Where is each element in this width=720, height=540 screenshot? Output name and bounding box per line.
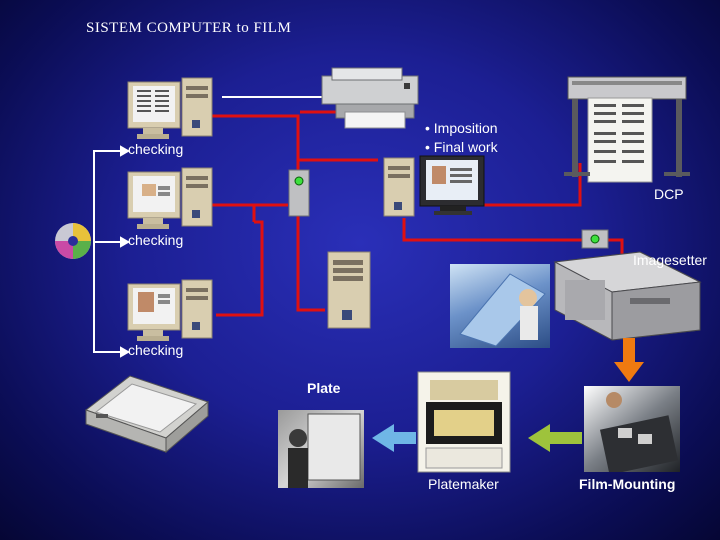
dcp-label: DCP — [654, 186, 684, 202]
film-mounting-label: Film-Mounting — [579, 476, 676, 492]
cable-imagesetter — [606, 238, 624, 258]
cable-to-hub — [402, 218, 583, 242]
platemaker-machine — [417, 371, 511, 473]
cable-bottom-workstation — [216, 220, 264, 317]
imagesetter-machine — [553, 251, 702, 341]
arrow-left-green — [528, 424, 582, 452]
film-inspection-photo — [450, 264, 550, 348]
desktop-printer — [321, 67, 419, 129]
cable-top-workstation — [206, 114, 300, 172]
network-hub-top — [288, 169, 310, 217]
imagesetter-label: Imagesetter — [633, 252, 707, 268]
imposition-workstation — [383, 155, 485, 217]
checking-label-middle: checking — [128, 232, 184, 248]
bullet-final-work: • Final work — [425, 139, 498, 155]
workstation-middle — [127, 167, 213, 229]
arrow-down-orange — [614, 338, 644, 382]
cable-server — [296, 215, 325, 312]
checking-label-bottom: checking — [128, 342, 184, 358]
imposition-bullet-list: • Imposition • Final work — [425, 119, 498, 157]
platemaker-label: Platemaker — [428, 476, 499, 492]
checking-links — [93, 145, 131, 358]
cd-disc-icon — [55, 223, 91, 259]
workstation-top — [127, 77, 213, 139]
server-tower — [327, 251, 371, 329]
network-hub-bottom — [581, 229, 609, 249]
large-format-plotter — [564, 76, 690, 183]
workstation-bottom — [127, 279, 213, 341]
plate-label: Plate — [307, 380, 341, 396]
checking-label-top: checking — [128, 141, 184, 157]
flatbed-scanner — [84, 375, 209, 454]
arrow-left-blue — [372, 424, 416, 452]
bullet-imposition: • Imposition — [425, 120, 498, 136]
plate-photo — [278, 410, 364, 488]
film-mounting-photo — [584, 386, 680, 472]
slide-title: SISTEM COMPUTER to FILM — [86, 20, 292, 36]
